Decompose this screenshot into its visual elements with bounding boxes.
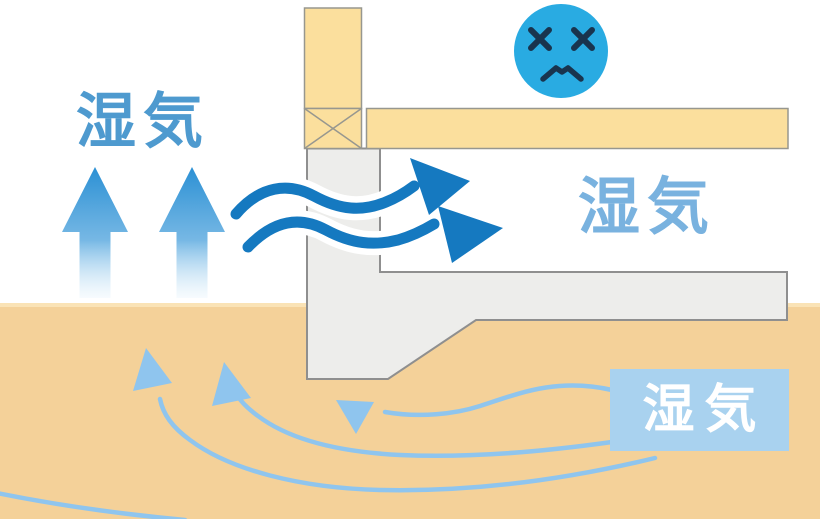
curved-arrow-icon bbox=[234, 392, 615, 459]
flow-arrowheads bbox=[410, 158, 503, 263]
moisture-label-left: 湿気 bbox=[76, 88, 210, 155]
curved-arrowheads bbox=[133, 348, 374, 434]
floor-beam bbox=[365, 107, 789, 150]
arrowhead-up-icon bbox=[133, 348, 172, 391]
rising-moisture-arrows bbox=[62, 167, 225, 298]
sill-cross-mark bbox=[304, 107, 362, 150]
moisture-label-underground-box: 湿気 bbox=[610, 369, 789, 451]
up-arrow-icon bbox=[62, 167, 128, 298]
up-arrow-icon bbox=[159, 167, 225, 298]
underground-moisture-arrows bbox=[0, 348, 658, 519]
arrowhead-up-icon bbox=[212, 362, 251, 406]
arrowhead-right-icon bbox=[438, 206, 503, 263]
wood-post bbox=[303, 7, 363, 110]
curved-arrow-icon bbox=[0, 491, 188, 519]
wood-structure bbox=[303, 7, 789, 150]
wavy-right-arrow-icon bbox=[242, 216, 440, 253]
moisture-label-crawlspace: 湿気 bbox=[578, 173, 717, 242]
curved-arrow-icon bbox=[382, 383, 615, 418]
flow-arrow-strokes bbox=[230, 180, 440, 253]
arrowhead-right-icon bbox=[410, 158, 470, 215]
vent-flow-arrows bbox=[224, 158, 503, 263]
concrete-foundation bbox=[306, 147, 788, 380]
wavy-right-arrow-icon bbox=[230, 180, 420, 220]
face-eyes bbox=[528, 27, 595, 51]
sad-face-x-eyes-icon bbox=[514, 4, 608, 98]
moisture-label-underground-text: 湿気 bbox=[642, 381, 767, 439]
curved-arrow-icon bbox=[157, 396, 658, 493]
face-frown-mouth bbox=[540, 65, 584, 82]
arrowhead-down-icon bbox=[336, 400, 374, 434]
face-circle bbox=[514, 4, 608, 98]
